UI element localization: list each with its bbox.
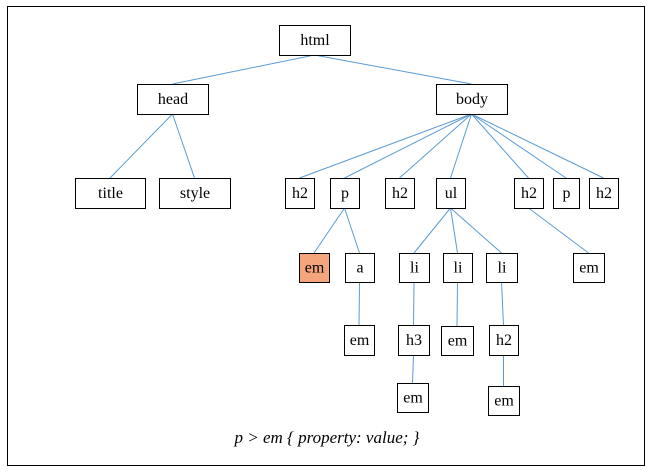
node-label: li	[454, 260, 463, 277]
edge-html-head	[172, 54, 315, 85]
node-em: em	[488, 386, 520, 416]
node-style: style	[159, 178, 231, 209]
node-box	[397, 383, 429, 413]
node-label: html	[300, 32, 330, 49]
edge-h2c-em6	[528, 207, 589, 254]
edge-h3-em3	[412, 354, 414, 384]
edge-li1-h3	[413, 281, 415, 326]
node-ul: ul	[436, 178, 466, 209]
node-label: em	[448, 333, 468, 350]
edge-body-h2d	[471, 113, 604, 179]
node-html: html	[279, 25, 351, 56]
node-label: h2	[292, 185, 308, 202]
node-label: head	[158, 91, 188, 108]
node-box	[573, 253, 605, 283]
node-label: h2	[596, 185, 612, 202]
edge-p1-em1	[313, 207, 345, 254]
node-h2: h2	[385, 178, 415, 209]
node-box	[514, 178, 544, 209]
node-em: em	[344, 325, 375, 356]
node-box	[436, 84, 508, 115]
node-box	[385, 178, 415, 209]
node-box	[299, 253, 330, 283]
node-label: h2	[392, 185, 408, 202]
node-box	[75, 178, 146, 209]
edge-html-body	[314, 54, 472, 85]
node-label: body	[456, 91, 488, 108]
css-selector-caption: p > em { property: value; }	[234, 428, 420, 447]
edge-head-title	[109, 113, 173, 179]
node-li: li	[486, 253, 518, 283]
node-label: em	[403, 390, 423, 407]
node-box	[159, 178, 231, 209]
node-em: em	[397, 383, 429, 413]
node-label: h2	[496, 332, 512, 349]
edge-body-h2b	[399, 113, 472, 179]
node-label: ul	[445, 185, 458, 202]
node-box	[553, 178, 580, 209]
node-li: li	[399, 253, 430, 283]
node-li: li	[443, 253, 473, 283]
edge-body-h2c	[471, 113, 529, 179]
node-label: h3	[406, 332, 422, 349]
node-box	[441, 326, 474, 356]
node-h2: h2	[589, 178, 619, 209]
node-box	[285, 178, 315, 209]
node-a: a	[345, 253, 375, 283]
node-box	[488, 386, 520, 416]
node-box	[589, 178, 619, 209]
edge-head-style	[172, 113, 195, 179]
node-head: head	[137, 84, 209, 115]
node-label: style	[180, 185, 210, 202]
node-box	[489, 325, 519, 356]
node-label: p	[341, 185, 349, 202]
node-box	[436, 178, 466, 209]
node-box	[344, 325, 375, 356]
node-label: title	[98, 185, 123, 202]
edge-body-ul	[450, 113, 472, 179]
edge-ul-li1	[413, 207, 451, 254]
edge-li2-em4	[456, 281, 458, 327]
node-h2: h2	[489, 325, 519, 356]
node-label: p	[563, 185, 571, 202]
node-p: p	[553, 178, 580, 209]
node-em-highlighted: em	[299, 253, 330, 283]
node-body: body	[436, 84, 508, 115]
node-h2: h2	[285, 178, 315, 209]
node-box	[398, 325, 430, 356]
edge-li3-h2e	[501, 281, 504, 326]
node-box	[279, 25, 351, 56]
node-title: title	[75, 178, 146, 209]
node-label: a	[356, 260, 363, 277]
edge-a-em2	[358, 281, 360, 326]
node-em: em	[573, 253, 605, 283]
node-label: em	[494, 393, 514, 410]
node-label: em	[579, 260, 599, 277]
tree-nodes: html head body title style h2 p h2 ul h2 p h2 em a em l…	[75, 25, 619, 416]
node-label: li	[410, 260, 419, 277]
node-box	[345, 253, 375, 283]
node-p: p	[330, 178, 360, 209]
node-box	[486, 253, 518, 283]
edge-body-h2a	[299, 113, 472, 179]
node-box	[399, 253, 430, 283]
edge-ul-li2	[450, 207, 458, 254]
node-label: em	[350, 332, 370, 349]
node-box	[330, 178, 360, 209]
node-label: h2	[521, 185, 537, 202]
node-em: em	[441, 326, 474, 356]
edge-p1-a	[344, 207, 360, 254]
node-h3: h3	[398, 325, 430, 356]
node-box	[137, 84, 209, 115]
node-h2: h2	[514, 178, 544, 209]
tree-edges	[109, 54, 604, 386]
edge-body-p1	[344, 113, 472, 179]
node-label: li	[498, 260, 507, 277]
node-label: em	[305, 260, 325, 277]
edge-ul-li3	[450, 207, 502, 254]
node-box	[443, 253, 473, 283]
edge-body-p2	[471, 113, 567, 179]
